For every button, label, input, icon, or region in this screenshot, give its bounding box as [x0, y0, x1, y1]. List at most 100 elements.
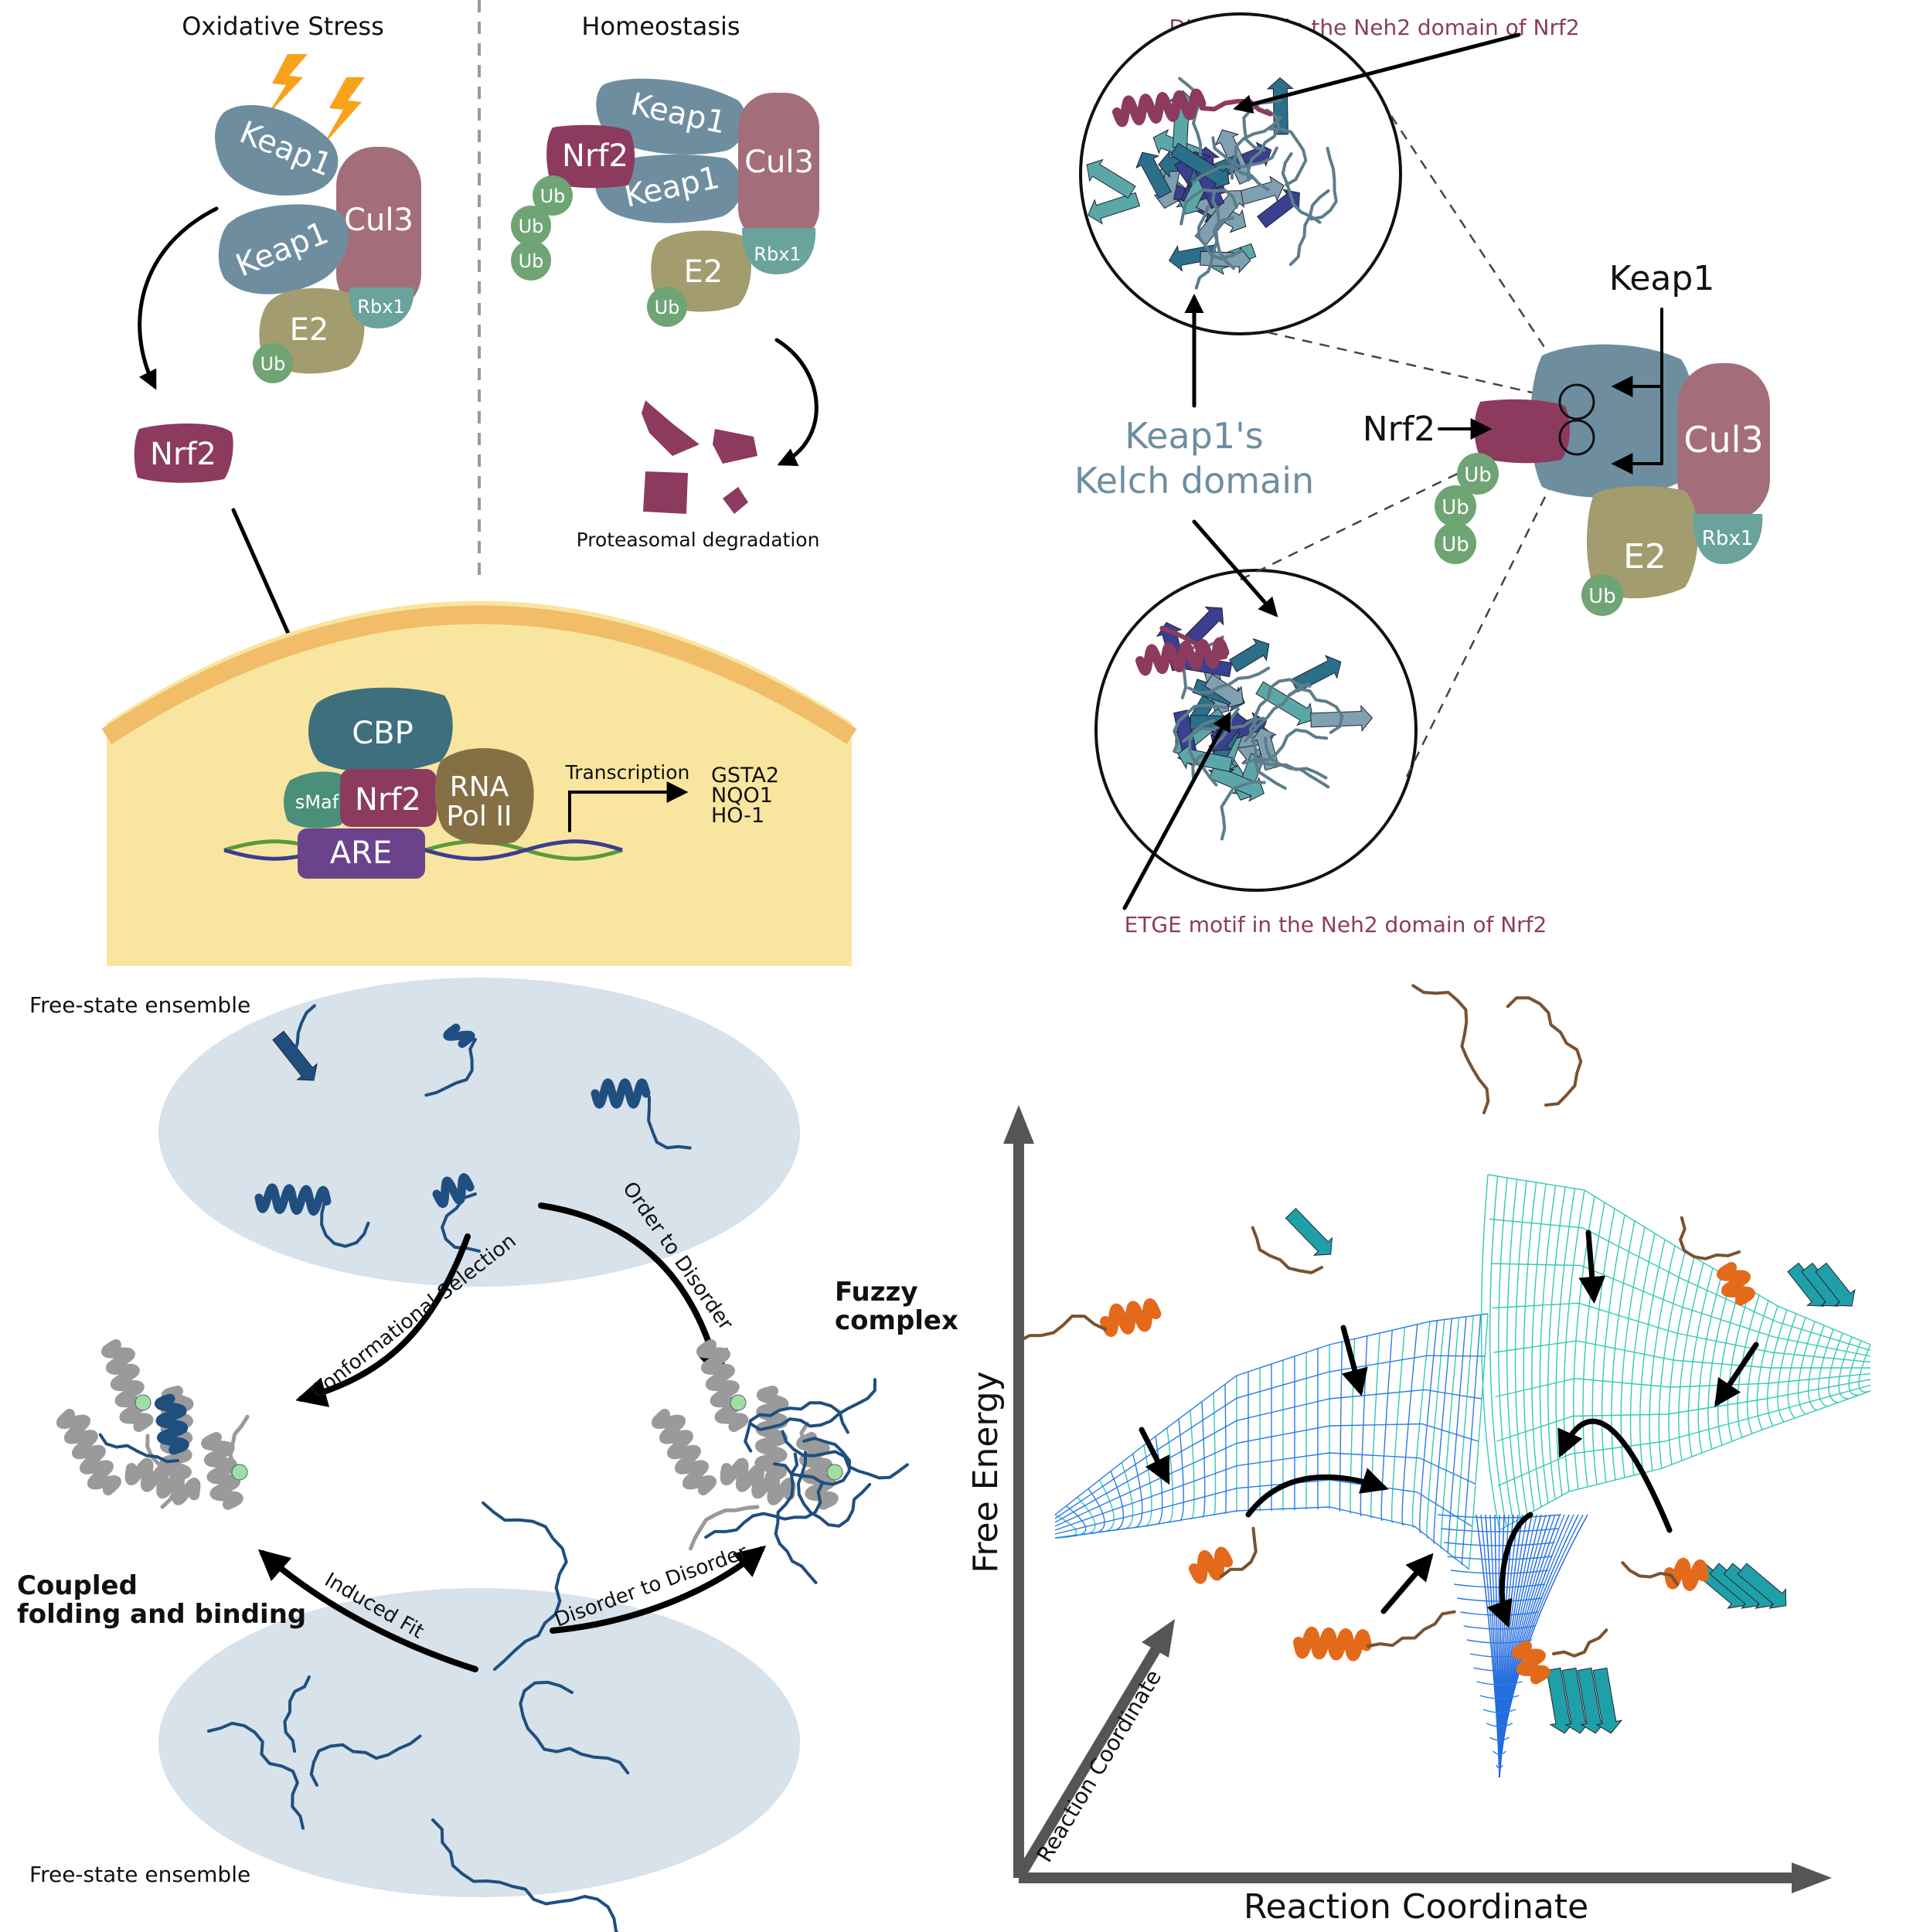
- fuzzy-complex-structure: [652, 1339, 909, 1584]
- protein-coil: [1679, 1216, 1741, 1260]
- protein-coil: [1159, 625, 1227, 662]
- protein-strand: [1203, 673, 1244, 709]
- energy-landscape-mesh: [1054, 1174, 1871, 1778]
- protein-coil: [1621, 1561, 1679, 1586]
- protein-strand: [1184, 606, 1224, 646]
- e2-label: E2: [684, 254, 723, 290]
- mesh-line: [1447, 1556, 1552, 1560]
- protein-helix: [1512, 1641, 1550, 1685]
- protein-strand: [1088, 192, 1141, 225]
- mesh-line: [1479, 1695, 1520, 1699]
- ion-sphere: [134, 1394, 151, 1411]
- keap1-shape-lower: [218, 204, 349, 294]
- ub-label: Ub: [260, 353, 286, 375]
- rbx1-shape: [742, 228, 816, 274]
- ubiquitin-shape: [253, 343, 293, 383]
- z-axis: [1013, 1647, 1161, 1881]
- protein-coil: [98, 1433, 179, 1464]
- mesh-line: [1787, 1317, 1806, 1419]
- protein-coil: [774, 1452, 818, 1584]
- etge-motif-label: ETGE motif in the Neh2 domain of Nrf2: [1125, 912, 1547, 937]
- kelch-ribbon-structure: [1135, 606, 1373, 841]
- ubiquitin-shape: [511, 206, 551, 246]
- protein-strand: [1237, 175, 1285, 206]
- degradation-label: Proteasomal degradation: [577, 529, 820, 551]
- binding-site-circle: [1558, 419, 1595, 456]
- cul3-shape: [1677, 363, 1770, 522]
- mesh-line: [1658, 1251, 1686, 1469]
- protein-coil: [482, 1501, 568, 1671]
- rbx1-shape: [1693, 514, 1763, 564]
- protein-strand: [1592, 1667, 1623, 1734]
- mesh-line: [1838, 1336, 1853, 1400]
- y-axis-arrowhead: [1003, 1105, 1034, 1144]
- protein-coil: [1016, 1315, 1107, 1344]
- are-element: [298, 828, 425, 879]
- protein-strand: [1737, 1563, 1787, 1609]
- rna-pol-label: Pol II: [446, 801, 512, 832]
- protein-coil: [1288, 687, 1344, 734]
- rna-pol-label: RNA: [450, 771, 509, 803]
- ubiquitin-shape: [1435, 522, 1476, 564]
- mesh-line: [1370, 1332, 1380, 1519]
- order-to-disorder-arrow: [538, 1202, 728, 1382]
- protein-helix: [696, 1339, 749, 1432]
- mesh-line: [1490, 1263, 1871, 1357]
- ub-label: Ub: [540, 185, 566, 207]
- panel-d-landscape: Free Energy Reaction Coordinate Reaction…: [966, 984, 1871, 1927]
- ubiquitin-shape: [1457, 453, 1499, 495]
- mesh-line: [1493, 1340, 1870, 1369]
- protein-helix: [254, 1183, 332, 1216]
- mesh-line: [1531, 1183, 1547, 1508]
- mesh-line: [1828, 1332, 1843, 1403]
- coupled-folding-complex: [56, 1339, 250, 1510]
- protein-coil: [283, 1675, 311, 1753]
- protein-coil: [1367, 1610, 1456, 1648]
- protein-helix: [1100, 1298, 1162, 1337]
- protein-strand: [1285, 1207, 1333, 1256]
- keap1-shape: [1530, 344, 1697, 498]
- z-axis-label: Reaction Coordinate: [1032, 1665, 1167, 1866]
- mesh-line: [1777, 1313, 1797, 1423]
- coupled-folding-label: folding and binding: [17, 1599, 306, 1630]
- oxidative-stress-title: Oxidative Stress: [182, 12, 384, 41]
- panel-b-kelch: DLG motif in the Neh2 domain of Nrf2 Kea…: [1074, 12, 1770, 937]
- mesh-line: [1496, 1764, 1503, 1769]
- gene-label: HO-1: [711, 804, 764, 828]
- mesh-line: [1514, 1180, 1528, 1515]
- smaf-label: sMaf: [295, 791, 339, 813]
- mesh-line: [1054, 1506, 1469, 1570]
- protein-coil: [1188, 719, 1218, 787]
- rbx1-label: Rbx1: [357, 296, 404, 318]
- zoom-guide-line: [1390, 115, 1574, 391]
- protein-helix: [591, 1078, 651, 1109]
- protein-coil: [1552, 1628, 1608, 1658]
- funnel-arrow: [1557, 1418, 1673, 1533]
- funnel-arrow: [1380, 1553, 1434, 1614]
- protein-helix: [432, 1173, 475, 1209]
- nrf2-free-shape: [134, 423, 233, 483]
- free-state-label: Free-state ensemble: [29, 992, 250, 1018]
- disorder-to-disorder-arrow: [550, 1545, 767, 1634]
- mesh-line: [1480, 1174, 1500, 1531]
- protein-coil: [1220, 1526, 1258, 1578]
- mesh-line: [1649, 1245, 1676, 1471]
- mesh-line: [1497, 1384, 1871, 1487]
- mesh-line: [1687, 1267, 1714, 1458]
- protein-coil: [1191, 165, 1270, 192]
- fuzzy-complex-label: Fuzzy: [835, 1277, 917, 1308]
- protein-coil: [1309, 146, 1338, 221]
- protein-strand: [1291, 655, 1342, 693]
- protein-strand: [1086, 158, 1136, 199]
- nrf2-label: Nrf2: [150, 437, 216, 472]
- mesh-line: [1054, 1514, 1077, 1539]
- mesh-line: [1601, 1214, 1625, 1483]
- protein-coil: [309, 1734, 422, 1787]
- mesh-line: [1555, 1188, 1576, 1496]
- protein-helix: [154, 1393, 189, 1455]
- funnel-arrow: [1714, 1342, 1759, 1407]
- protein-coil: [145, 1434, 178, 1509]
- protein-coil: [431, 1818, 619, 1932]
- e2-label: E2: [1623, 537, 1666, 577]
- binding-site-circle: [1558, 383, 1595, 420]
